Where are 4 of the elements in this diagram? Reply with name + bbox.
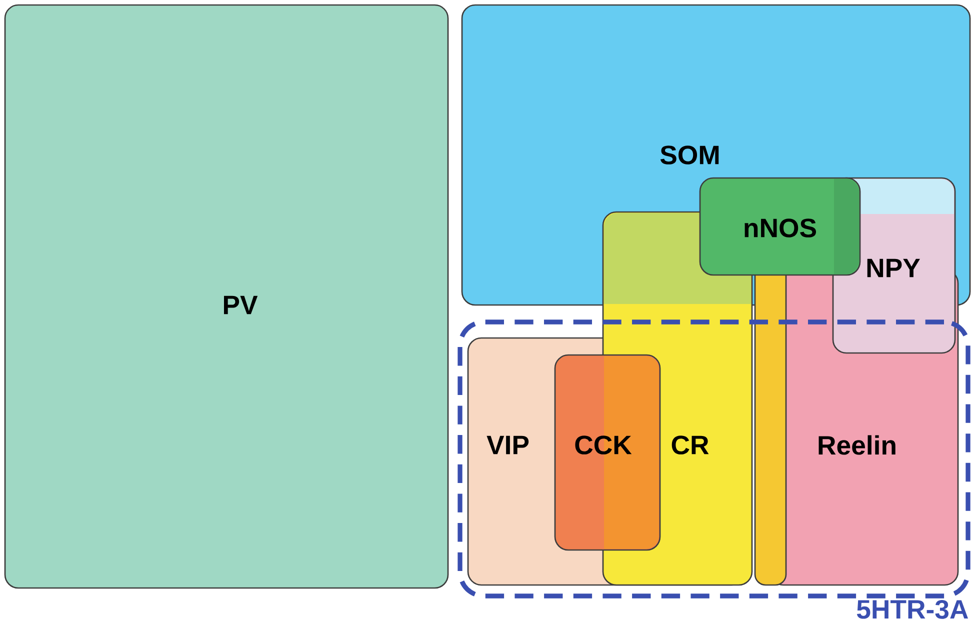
region-box: CCK (554, 354, 661, 551)
region-box: nNOS (699, 177, 861, 276)
region-box: PV (4, 4, 449, 589)
node-label: 5HTR-3A (856, 600, 968, 619)
